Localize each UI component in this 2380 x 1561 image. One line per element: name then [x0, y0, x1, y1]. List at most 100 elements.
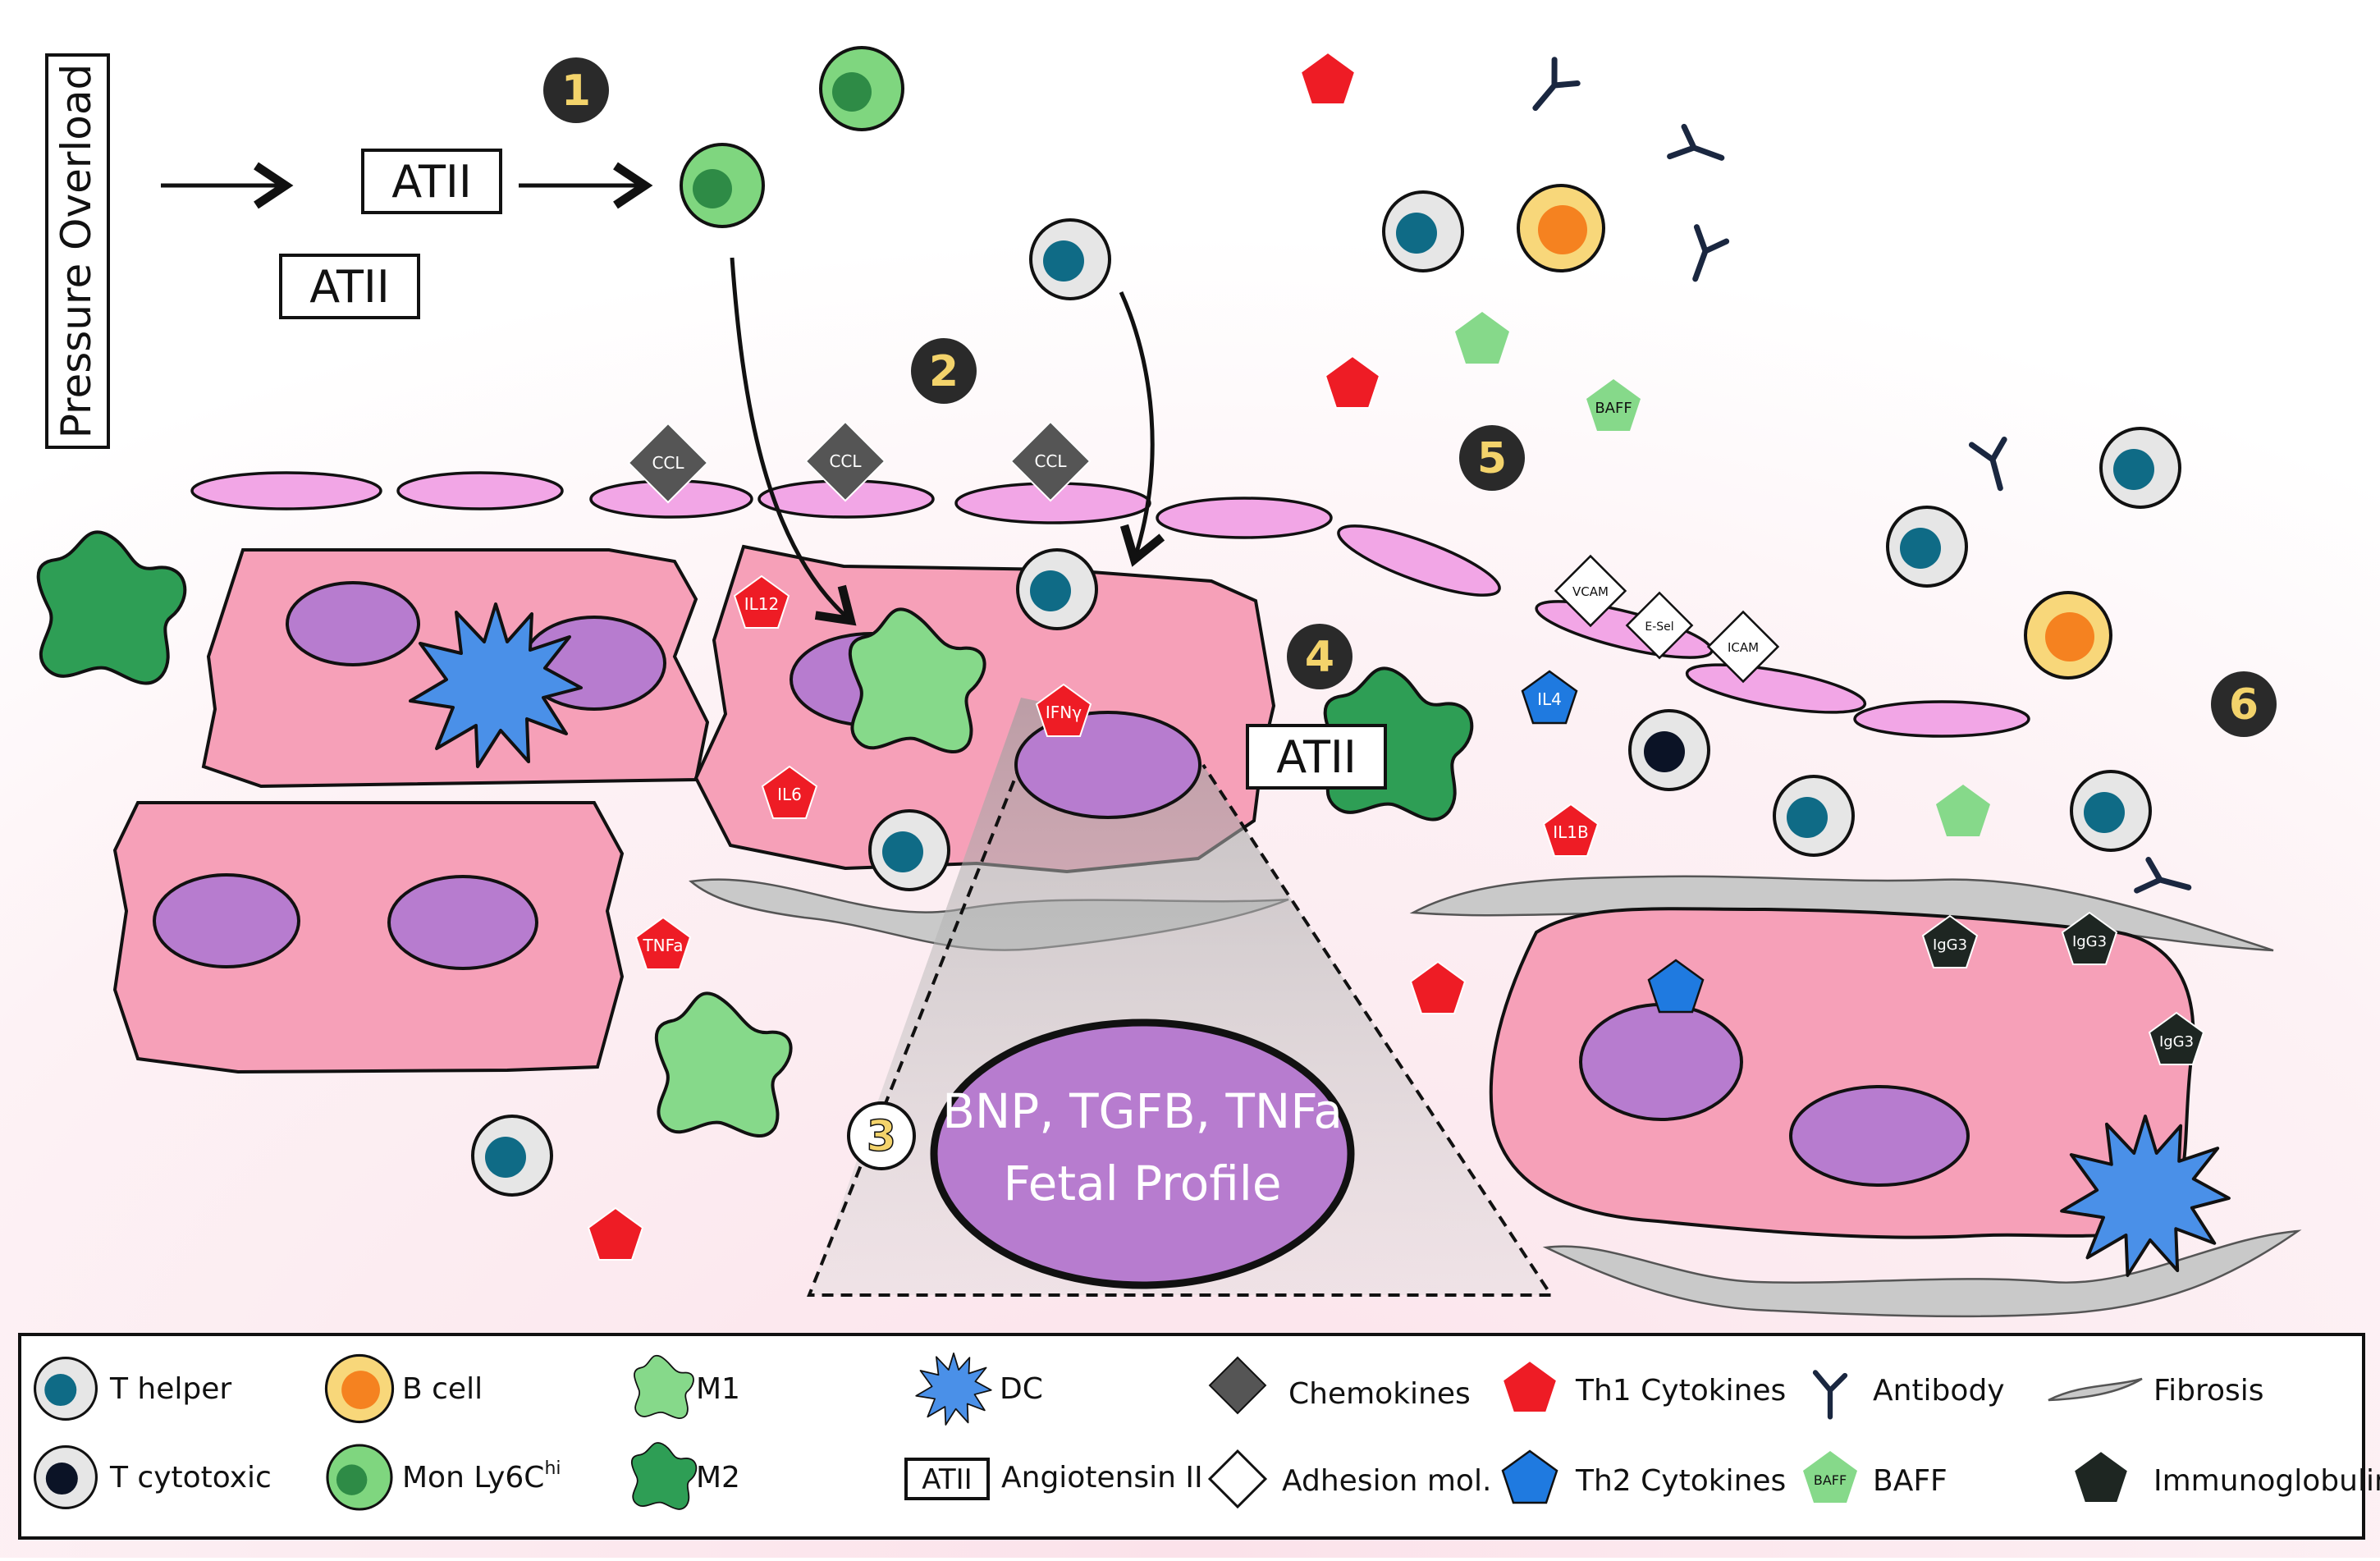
legend-mon: Mon Ly6Chi — [402, 1458, 561, 1495]
legend-th2: Th2 Cytokines — [1575, 1464, 1786, 1498]
adhesion-label: ICAM — [1728, 640, 1759, 655]
legend-b-cell-icon — [324, 1353, 395, 1424]
cytokine-label: IL1B — [1553, 822, 1589, 842]
atii-box-top: ATII — [361, 149, 502, 214]
atii-box-left: ATII — [279, 254, 420, 319]
step-3: 3 — [847, 1101, 916, 1170]
t-helper-cell — [1016, 548, 1098, 630]
cardiomyocyte — [112, 801, 625, 1074]
legend-frame — [18, 1333, 2365, 1540]
igg3-immunoglobulin: IgG3 — [2062, 912, 2117, 965]
ccl-label: CCL — [829, 451, 862, 471]
atii-label: ATII — [1276, 731, 1357, 783]
step-4: 4 — [1287, 624, 1352, 689]
legend-immunoglobulin: Immunoglobulin — [2153, 1464, 2380, 1498]
legend-b-cell: B cell — [402, 1372, 483, 1406]
legend-t-cytotoxic-icon — [34, 1445, 98, 1509]
legend-atii-box-label: ATII — [922, 1463, 972, 1496]
highlighted-nucleus — [1014, 711, 1201, 819]
step-number: 6 — [2229, 680, 2259, 730]
igg3-immunoglobulin: IgG3 — [2149, 1012, 2204, 1065]
legend-fibrosis-icon — [2048, 1377, 2143, 1402]
ccl-chemokine: CCL — [1009, 420, 1092, 502]
legend-antibody: Antibody — [1873, 1374, 2005, 1408]
arrow-tcell-infiltration — [1119, 291, 1165, 567]
ccl-chemokine: CCL — [804, 420, 886, 502]
legend-mon-prefix: Mon Ly6C — [402, 1461, 544, 1495]
step-1: 1 — [543, 57, 609, 123]
th1-cytokine-il12: IL12 — [734, 575, 790, 629]
legend-m1: M1 — [696, 1372, 740, 1406]
t-helper-cell — [471, 1115, 553, 1197]
atii-label: ATII — [309, 261, 390, 313]
b-cell — [2024, 591, 2112, 680]
t-helper-cell — [2070, 770, 2152, 852]
ccl-chemokine: CCL — [627, 422, 709, 504]
fetal-line1: BNP, TGFB, TNFa — [942, 1083, 1343, 1139]
step-number: 1 — [561, 66, 591, 116]
legend-fibrosis: Fibrosis — [2153, 1374, 2264, 1408]
step-5: 5 — [1459, 425, 1525, 491]
igg3-immunoglobulin: IgG3 — [1922, 915, 1978, 968]
step-2: 2 — [911, 338, 977, 404]
arrow-monocyte-infiltration — [730, 257, 857, 626]
step-number: 5 — [1477, 434, 1507, 483]
t-helper-cell — [1029, 218, 1111, 300]
cytokine-label: IL12 — [744, 594, 780, 614]
adhesion-esel: E-Sel — [1625, 591, 1694, 660]
cytokine-label: IL4 — [1537, 689, 1562, 709]
th1-cytokine-ifny: IFNγ — [1036, 684, 1092, 737]
legend-angiotensin: Angiotensin II — [1001, 1461, 1203, 1495]
adhesion-label: VCAM — [1572, 584, 1609, 599]
th1-cytokine-tnfa: TNFa — [635, 917, 691, 970]
legend-chemokine-icon — [1208, 1356, 1267, 1415]
legend-baff: BAFF — [1873, 1464, 1947, 1498]
igg3-label: IgG3 — [2159, 1033, 2194, 1051]
step-number: 3 — [867, 1112, 896, 1161]
legend-baff-chip-label: BAFF — [1814, 1472, 1847, 1488]
legend-atii-box: ATII — [904, 1458, 990, 1500]
legend-th1: Th1 Cytokines — [1575, 1374, 1786, 1408]
t-helper-cell — [1886, 506, 1968, 588]
t-helper-cell — [2099, 427, 2181, 509]
pressure-overload-label: Pressure Overload — [53, 64, 100, 439]
legend-chemokines: Chemokines — [1288, 1377, 1471, 1411]
cytokine-label: IL6 — [777, 785, 802, 804]
th1-cytokine-il6: IL6 — [762, 766, 817, 819]
t-cytotoxic-cell — [1628, 709, 1710, 791]
legend-t-helper-icon — [34, 1357, 98, 1421]
adhesion-icam: ICAM — [1706, 610, 1780, 684]
th2-cytokine-il4: IL4 — [1521, 670, 1578, 725]
legend-t-helper: T helper — [109, 1372, 231, 1406]
fetal-profile-nucleus: BNP, TGFB, TNFa Fetal Profile — [930, 1019, 1355, 1289]
baff-molecule: BAFF — [1586, 379, 1641, 431]
zoom-cone-outline — [807, 762, 1554, 1297]
legend-adhesion: Adhesion mol. — [1282, 1464, 1491, 1498]
ccl-label: CCL — [1034, 451, 1067, 471]
legend-mon-icon — [326, 1444, 393, 1511]
monocyte-cell — [819, 46, 904, 131]
adhesion-vcam: VCAM — [1554, 554, 1627, 628]
th1-cytokine-il1b: IL1B — [1543, 803, 1599, 857]
cytokine-label: TNFa — [642, 936, 683, 955]
legend-mon-sup: hi — [544, 1458, 561, 1479]
step-6: 6 — [2211, 671, 2277, 737]
baff-label: BAFF — [1595, 400, 1632, 417]
legend-adhesion-icon — [1207, 1449, 1268, 1509]
igg3-label: IgG3 — [2072, 933, 2107, 950]
fetal-line2: Fetal Profile — [1003, 1156, 1281, 1211]
atii-box-tissue: ATII — [1246, 724, 1387, 790]
legend-t-cytotoxic: T cytotoxic — [109, 1461, 272, 1495]
atii-label: ATII — [391, 156, 472, 208]
t-helper-cell — [868, 809, 950, 891]
legend-dc: DC — [1000, 1372, 1043, 1406]
t-helper-cell — [1773, 775, 1855, 857]
cytokine-label: IFNγ — [1046, 703, 1082, 722]
pressure-overload-box: Pressure Overload — [45, 53, 110, 449]
legend-m2: M2 — [696, 1461, 740, 1495]
step-number: 2 — [929, 347, 959, 396]
t-helper-cell — [1382, 190, 1464, 272]
b-cell — [1517, 184, 1605, 272]
